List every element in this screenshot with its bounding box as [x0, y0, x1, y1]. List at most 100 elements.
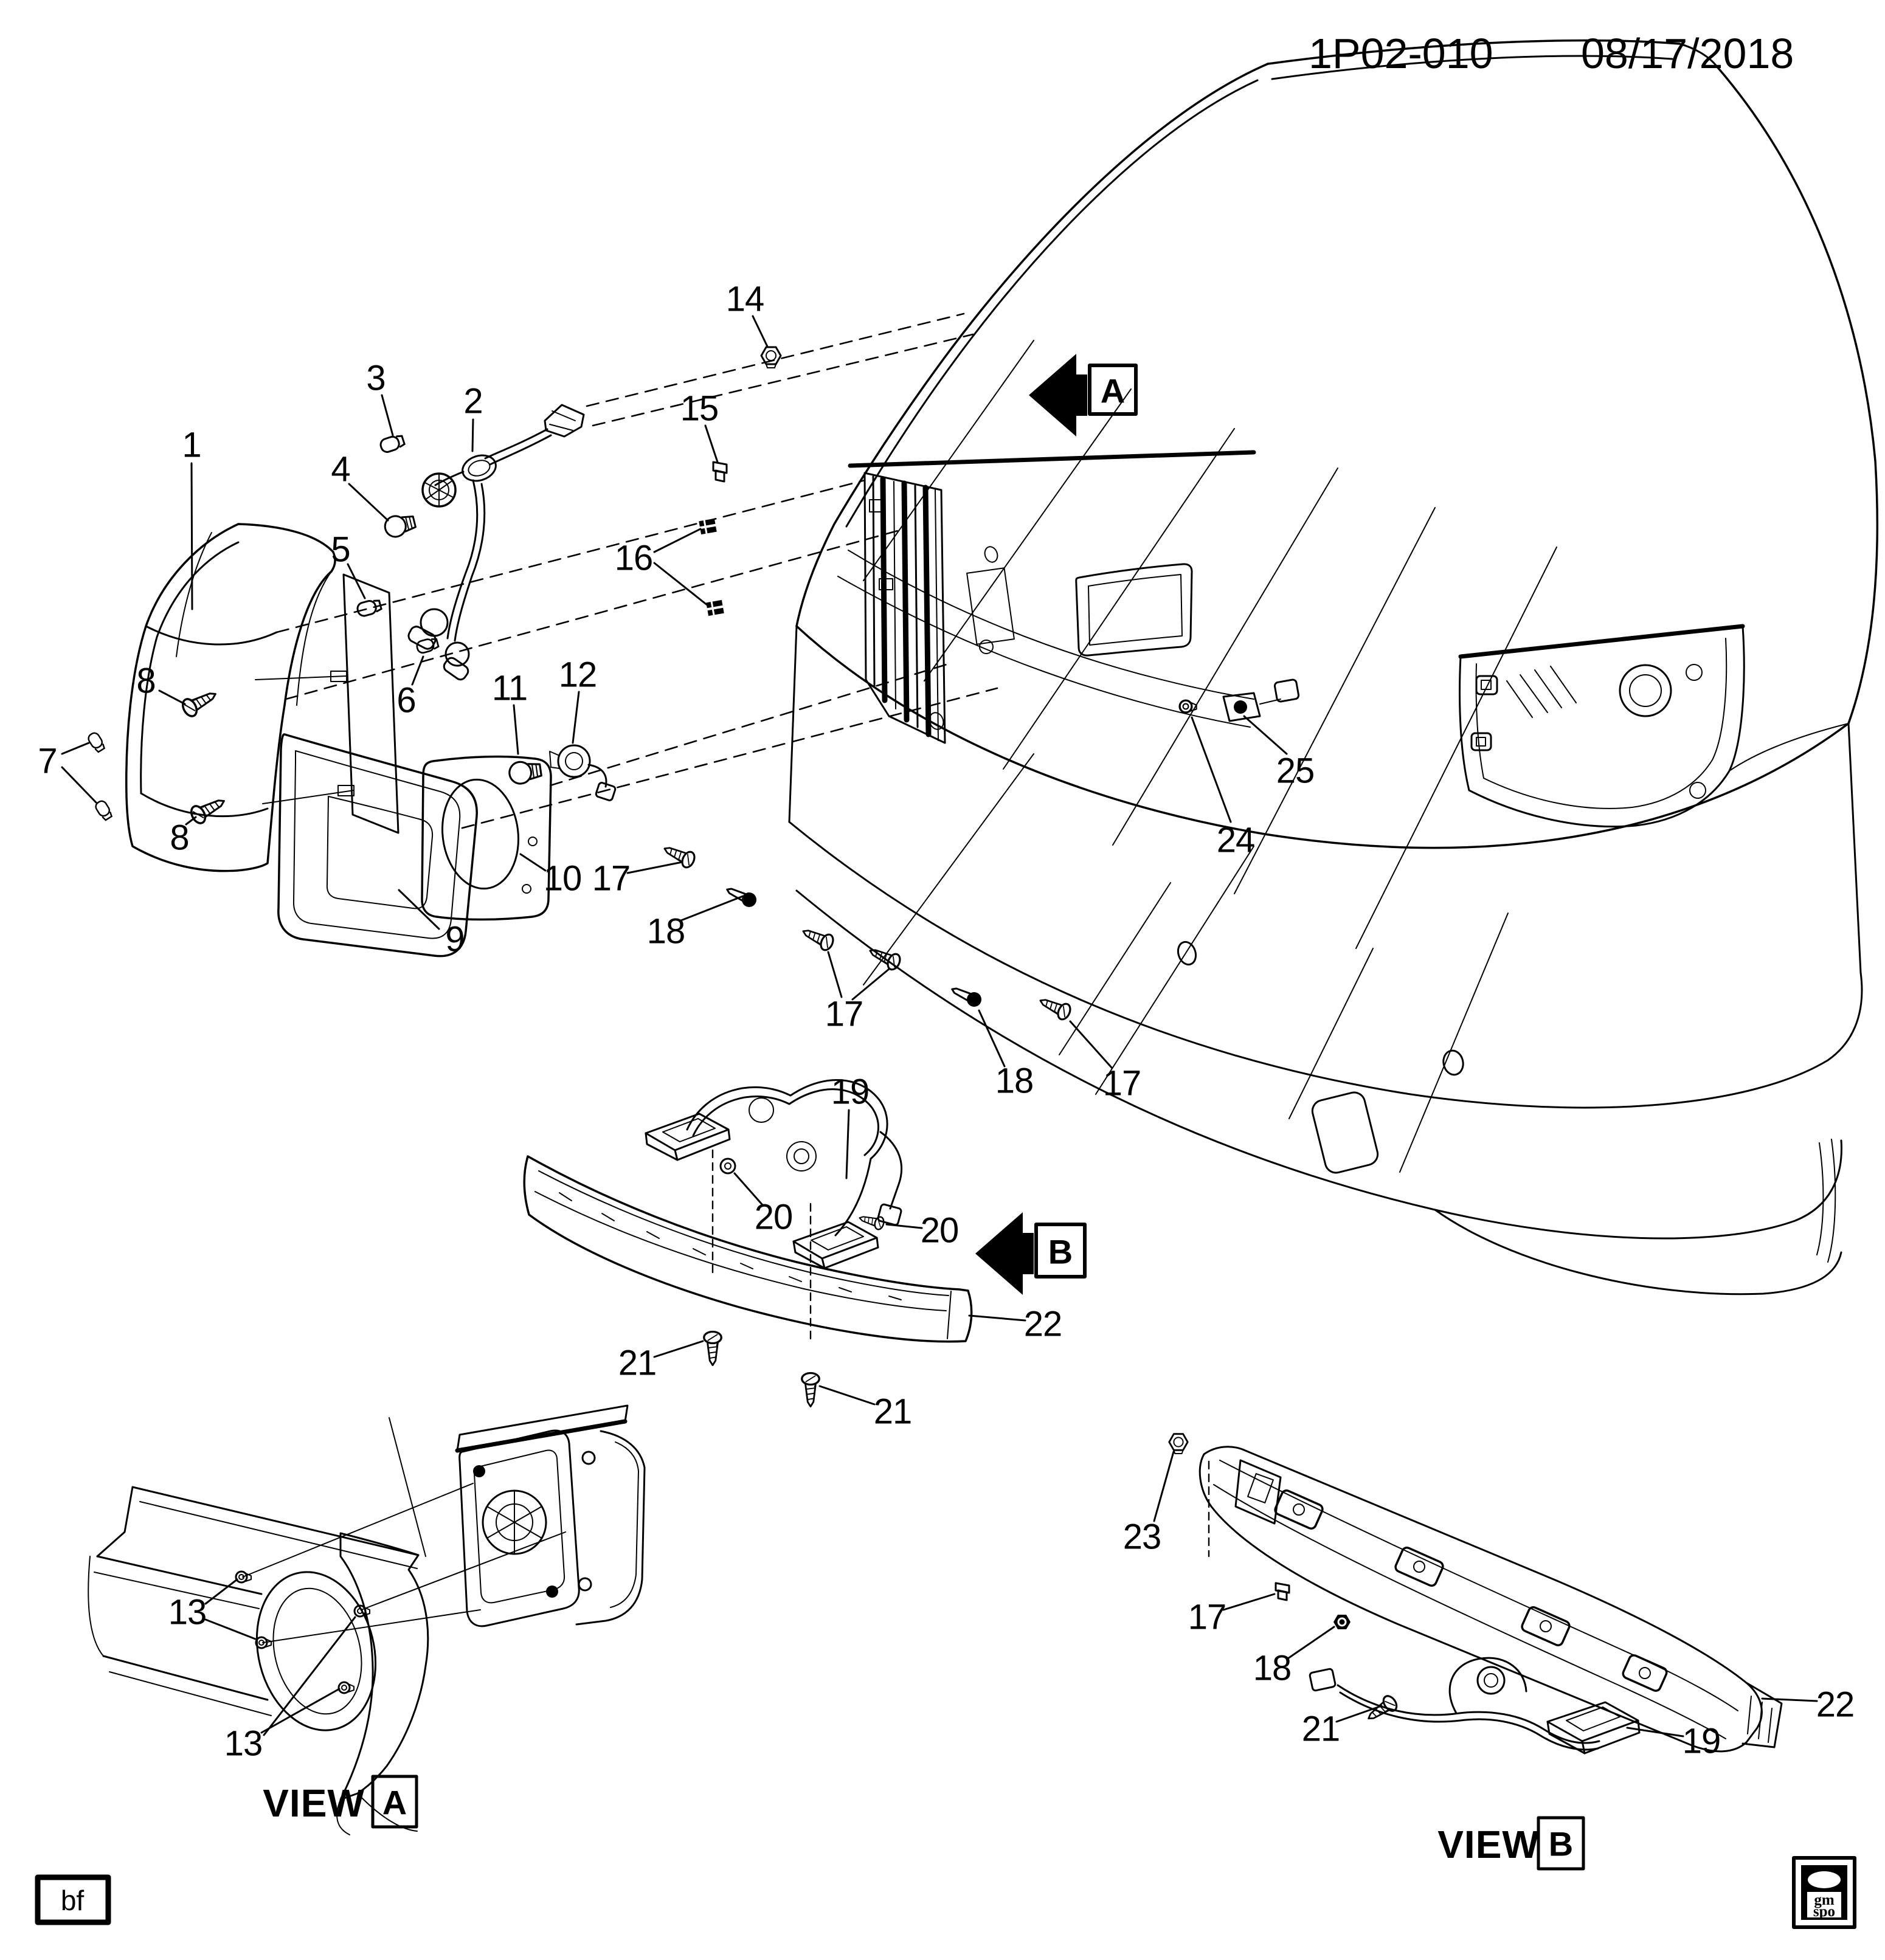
callout-3-1: 3	[366, 359, 385, 398]
callout-17-20: 17	[825, 995, 863, 1034]
callout-22-36: 22	[1816, 1685, 1855, 1725]
leader-line-17	[626, 861, 683, 874]
callout-18-17: 18	[647, 912, 685, 951]
callout-15-3: 15	[680, 389, 719, 429]
callout-20-24: 20	[755, 1198, 793, 1237]
callout-20-25: 20	[921, 1211, 959, 1251]
callout-22-28: 22	[1024, 1305, 1062, 1344]
nut-18-view-b	[1333, 1615, 1351, 1629]
leader-line-25	[1243, 715, 1288, 755]
diagram-date: 08/17/2018	[1581, 30, 1794, 77]
callout-12-11: 12	[559, 655, 597, 695]
leader-line-18	[978, 1009, 1006, 1068]
callout-18-21: 18	[995, 1061, 1034, 1101]
leader-line-21	[1335, 1705, 1383, 1723]
leader-line-17	[827, 951, 843, 998]
leader-line-16	[653, 562, 709, 607]
clip-15	[712, 461, 728, 483]
footer: bf gm spo	[35, 1856, 1856, 1929]
callout-23-31: 23	[1123, 1517, 1161, 1557]
callout-17-22: 17	[1103, 1064, 1141, 1103]
view-box-A	[371, 1775, 418, 1829]
leader-line-20	[885, 1223, 923, 1229]
leader-line-11	[513, 704, 519, 755]
leader-line-14	[752, 315, 769, 348]
lamp-mount-bracket	[863, 472, 946, 744]
view-b-harness	[1309, 1657, 1641, 1755]
callout-17-32: 17	[1188, 1598, 1226, 1637]
callout-6-9: 6	[396, 681, 415, 720]
diagram-number: 1P02-010	[1309, 30, 1493, 77]
leader-line-7	[61, 766, 97, 804]
leader-line-16	[653, 528, 702, 553]
section-lines	[863, 340, 1557, 1119]
leader-line-10	[519, 853, 547, 872]
leader-line-21	[818, 1385, 876, 1406]
callout-25-19: 25	[1276, 751, 1315, 791]
callout-24-18: 24	[1217, 821, 1255, 860]
leader-line-20	[733, 1172, 764, 1206]
leader-line-21	[653, 1340, 704, 1358]
callout-19-35: 19	[1683, 1722, 1721, 1761]
leader-line-13	[263, 1616, 356, 1736]
leader-line-13	[204, 1578, 238, 1605]
logo-line1: gm	[1814, 1892, 1835, 1908]
leader-line-5	[347, 563, 366, 599]
view-box-B	[1537, 1816, 1585, 1871]
leader-line-22	[968, 1314, 1026, 1322]
finish-panel-back	[1198, 1446, 1763, 1753]
callout-18-33: 18	[1253, 1649, 1292, 1688]
lamp-back-strip	[342, 573, 399, 834]
leader-line-19	[1626, 1727, 1684, 1737]
leader-line-17	[851, 968, 890, 1001]
tail-lamp-lens	[125, 523, 336, 872]
callout-4-5: 4	[331, 450, 350, 489]
leader-line-6	[411, 655, 424, 686]
gm-spo-logo: gm spo	[1792, 1856, 1856, 1929]
logo-line2: spo	[1813, 1903, 1835, 1920]
callout-13-30: 13	[224, 1724, 263, 1764]
lamp-housing	[277, 733, 478, 958]
callout-11-10: 11	[492, 669, 527, 708]
callout-8-8: 8	[136, 661, 155, 701]
leader-line-22	[1761, 1697, 1818, 1702]
callout-8-13: 8	[170, 818, 188, 858]
callout-14-0: 14	[726, 280, 764, 319]
sheet-code-box	[35, 1874, 111, 1925]
callout-21-26: 21	[618, 1344, 657, 1383]
direction-letter-B: B	[1048, 1233, 1073, 1271]
view-word-B: VIEW	[1437, 1823, 1540, 1866]
bulb-socket-12	[549, 744, 617, 801]
view-word-A: VIEW	[263, 1781, 365, 1825]
clip-17-view-b	[1275, 1582, 1290, 1601]
leader-line-7	[61, 742, 90, 755]
rear-fascia	[788, 625, 1863, 1296]
direction-arrow-A	[1029, 354, 1087, 437]
car-rear-body	[788, 39, 1879, 1296]
sensor-retainer-parts	[1178, 678, 1300, 722]
leader-line-9	[398, 889, 440, 930]
direction-box-B	[1034, 1223, 1087, 1278]
callout-5-7: 5	[331, 530, 350, 570]
leader-line-4	[348, 483, 389, 522]
leader-line-12	[572, 691, 580, 744]
callout-9-16: 9	[445, 920, 464, 959]
callout-21-27: 21	[874, 1392, 912, 1432]
view-letter-A: A	[382, 1784, 407, 1822]
license-panel-assembly	[523, 1079, 973, 1408]
quarter-lamp-pocket	[1458, 624, 1745, 828]
leader-line-24	[1191, 716, 1232, 823]
leader-line-18	[680, 895, 744, 922]
tail-lamp-exploded	[86, 312, 1074, 1023]
leader-line-13	[260, 1688, 341, 1734]
lamp-wiring-harness	[407, 404, 585, 681]
view-b-detail	[1168, 1433, 1783, 1755]
view-letter-B: B	[1549, 1825, 1573, 1863]
leader-line-23	[1153, 1451, 1175, 1522]
callout-19-23: 19	[831, 1072, 870, 1112]
leader-line-18	[1287, 1626, 1335, 1660]
